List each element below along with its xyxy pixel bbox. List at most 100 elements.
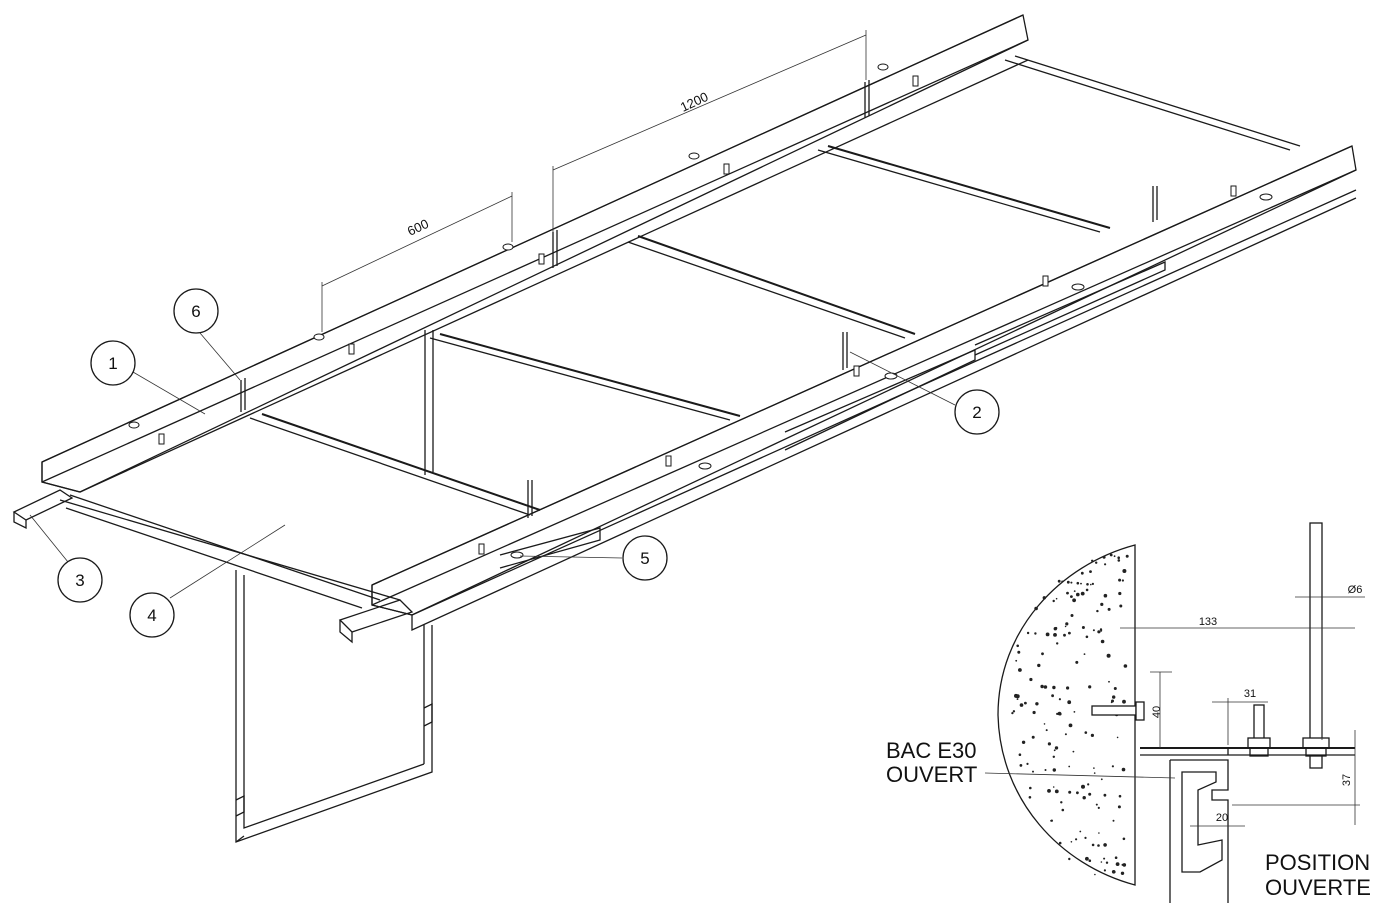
concrete-speck: [1085, 588, 1089, 592]
concrete-speck: [1052, 599, 1055, 603]
concrete-speck: [1044, 769, 1047, 771]
dim-1200-label: 1200: [678, 89, 711, 115]
concrete-speck: [1072, 598, 1076, 603]
concrete-speck: [1096, 609, 1099, 613]
callout-3-label: 3: [75, 571, 84, 590]
concrete-speck: [1122, 569, 1127, 573]
concrete-speck: [1118, 578, 1122, 582]
concrete-speck: [1095, 561, 1098, 564]
concrete-speck: [1121, 863, 1124, 866]
concrete-speck: [1068, 765, 1071, 768]
concrete-speck: [1052, 685, 1056, 690]
concrete-speck: [1091, 843, 1095, 847]
concrete-speck: [1100, 602, 1104, 607]
concrete-speck: [1115, 862, 1120, 866]
concrete-speck: [1042, 596, 1047, 600]
concrete-speck: [1072, 750, 1075, 753]
concrete-speck: [1060, 801, 1063, 804]
bac-label-line1: BAC E30: [886, 738, 977, 763]
callout-2-label: 2: [972, 403, 981, 422]
concrete-speck: [1056, 642, 1059, 645]
concrete-speck: [1100, 861, 1103, 863]
concrete-slab: [997, 544, 1136, 886]
concrete-speck: [1091, 559, 1094, 562]
concrete-speck: [1111, 765, 1114, 768]
concrete-speck: [1076, 791, 1079, 795]
concrete-speck: [1064, 733, 1067, 736]
concrete-speck: [1014, 693, 1018, 698]
concrete-speck: [1088, 859, 1092, 862]
concrete-speck: [1103, 593, 1108, 598]
concrete-speck: [1029, 786, 1032, 790]
concrete-speck: [1054, 746, 1059, 750]
rail-back: [41, 14, 1029, 493]
concrete-speck: [1103, 869, 1106, 872]
concrete-speckle: [1011, 553, 1129, 876]
concrete-speck: [1068, 631, 1071, 635]
concrete-speck: [1086, 583, 1089, 586]
concrete-speck: [1085, 635, 1089, 639]
concrete-speck: [1093, 767, 1095, 769]
concrete-speck: [1123, 664, 1128, 668]
concrete-speck: [1076, 592, 1080, 597]
concrete-speck: [1051, 694, 1054, 698]
concrete-speck: [1054, 789, 1059, 794]
concrete-speck: [1088, 685, 1092, 689]
concrete-speck: [1032, 770, 1034, 773]
position-label-line2: OUVERTE: [1265, 875, 1371, 900]
concrete-speck: [1018, 668, 1022, 672]
concrete-speck: [1047, 789, 1051, 793]
concrete-speck: [1028, 796, 1032, 799]
concrete-speck: [1109, 553, 1113, 557]
concrete-speck: [1041, 652, 1044, 656]
concrete-speck: [1112, 819, 1115, 822]
concrete-speck: [1117, 559, 1121, 562]
concrete-speck: [1057, 579, 1061, 583]
concrete-speck: [1065, 622, 1069, 626]
concrete-speck: [1114, 856, 1118, 859]
detail-dimensions: 133 Ø6 31 40 37 20: [1120, 584, 1365, 827]
concrete-speck: [1070, 841, 1073, 843]
concrete-speck: [1087, 783, 1090, 786]
dim-133-label: 133: [1199, 616, 1217, 628]
concrete-speck: [1107, 607, 1111, 611]
concrete-speck: [1056, 712, 1059, 716]
callout-6: 6: [173, 288, 219, 334]
concrete-speck: [1108, 680, 1110, 683]
concrete-speck: [1081, 784, 1085, 789]
concrete-speck: [1118, 591, 1122, 596]
concrete-speck: [1100, 639, 1105, 644]
concrete-speck: [1016, 644, 1019, 648]
concrete-speck: [1058, 698, 1061, 701]
concrete-speck: [1104, 563, 1107, 566]
concrete-speck: [1089, 570, 1092, 573]
concrete-speck: [1103, 857, 1106, 860]
concrete-speck: [1043, 723, 1046, 725]
bac-leader: [984, 772, 1176, 779]
concrete-speck: [1034, 632, 1037, 635]
concrete-speck: [1052, 786, 1055, 788]
concrete-speck: [1116, 736, 1119, 739]
concrete-speck: [1055, 597, 1058, 600]
concrete-speck: [1026, 762, 1029, 766]
concrete-speck: [1112, 695, 1116, 699]
dim-20-label: 20: [1216, 812, 1228, 824]
concrete-speck: [1012, 710, 1016, 713]
carrier-plate: [1140, 747, 1355, 756]
concrete-speck: [1066, 591, 1069, 595]
concrete-speck: [1054, 626, 1058, 630]
concrete-speck: [1032, 710, 1036, 715]
concrete-speck: [1097, 806, 1100, 810]
concrete-speck: [1094, 873, 1096, 876]
concrete-speck: [1037, 663, 1041, 668]
concrete-speck: [1105, 861, 1109, 864]
concrete-speck: [1029, 677, 1033, 682]
concrete-speck: [1079, 830, 1082, 833]
concrete-speck: [1063, 633, 1066, 637]
concrete-speck: [1095, 803, 1098, 806]
dim-diameter-label: Ø6: [1348, 584, 1363, 596]
concrete-speck: [1045, 729, 1048, 732]
concrete-speck: [1122, 863, 1127, 867]
side-strips: [499, 261, 1166, 569]
